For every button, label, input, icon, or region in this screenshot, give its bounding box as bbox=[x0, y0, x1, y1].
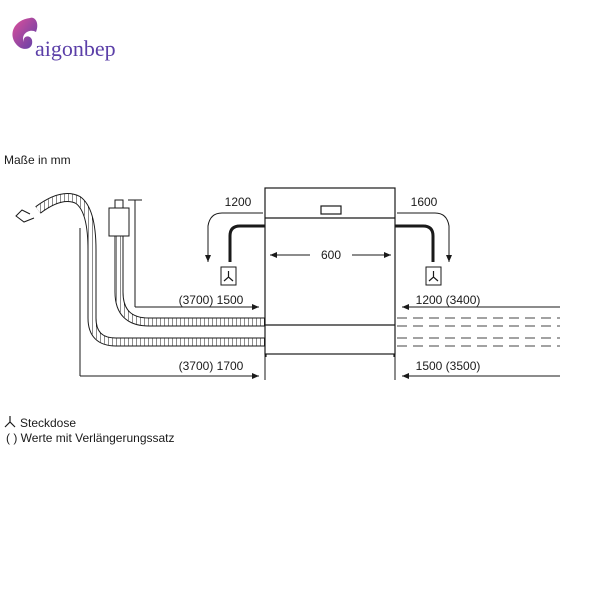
right-cable-length-label: 1600 bbox=[411, 195, 438, 209]
dishwasher-outline bbox=[264, 187, 396, 355]
socket-legend-label: Steckdose bbox=[20, 416, 76, 430]
left-cable-length-label: 1200 bbox=[225, 195, 252, 209]
width-label: 600 bbox=[321, 248, 341, 262]
drain-hose-inner bbox=[108, 199, 265, 327]
socket-symbol-icon bbox=[4, 416, 16, 428]
right-upper-hose-label: 1200 (3400) bbox=[416, 293, 481, 307]
saigonbep-logo: aigonbep bbox=[12, 17, 116, 61]
left-upper-hose-label: (3700) 1500 bbox=[179, 293, 244, 307]
dishwasher-body bbox=[264, 187, 396, 357]
water-supply-hose bbox=[15, 193, 265, 347]
logo-swirl-icon bbox=[12, 17, 38, 49]
right-hose-dashed bbox=[397, 317, 560, 347]
legend: Steckdose ( ) Werte mit Verlängerungssat… bbox=[4, 416, 175, 445]
hose-end-fitting-icon bbox=[15, 209, 35, 223]
left-lower-hose-label: (3700) 1700 bbox=[179, 359, 244, 373]
unit-note: Maße in mm bbox=[4, 153, 71, 167]
extension-legend-label: ( ) Werte mit Verlängerungssatz bbox=[6, 431, 175, 445]
logo-text: aigonbep bbox=[35, 36, 116, 61]
left-socket-icon bbox=[220, 266, 237, 286]
right-dimension-guides bbox=[394, 295, 560, 380]
drain-hose-connector bbox=[108, 207, 130, 237]
right-power-cable bbox=[395, 212, 452, 262]
left-dimension-guides bbox=[79, 199, 266, 380]
door-handle bbox=[320, 205, 342, 215]
left-power-cable bbox=[205, 212, 265, 262]
right-socket-icon bbox=[425, 266, 442, 286]
right-lower-hose-label: 1500 (3500) bbox=[416, 359, 481, 373]
